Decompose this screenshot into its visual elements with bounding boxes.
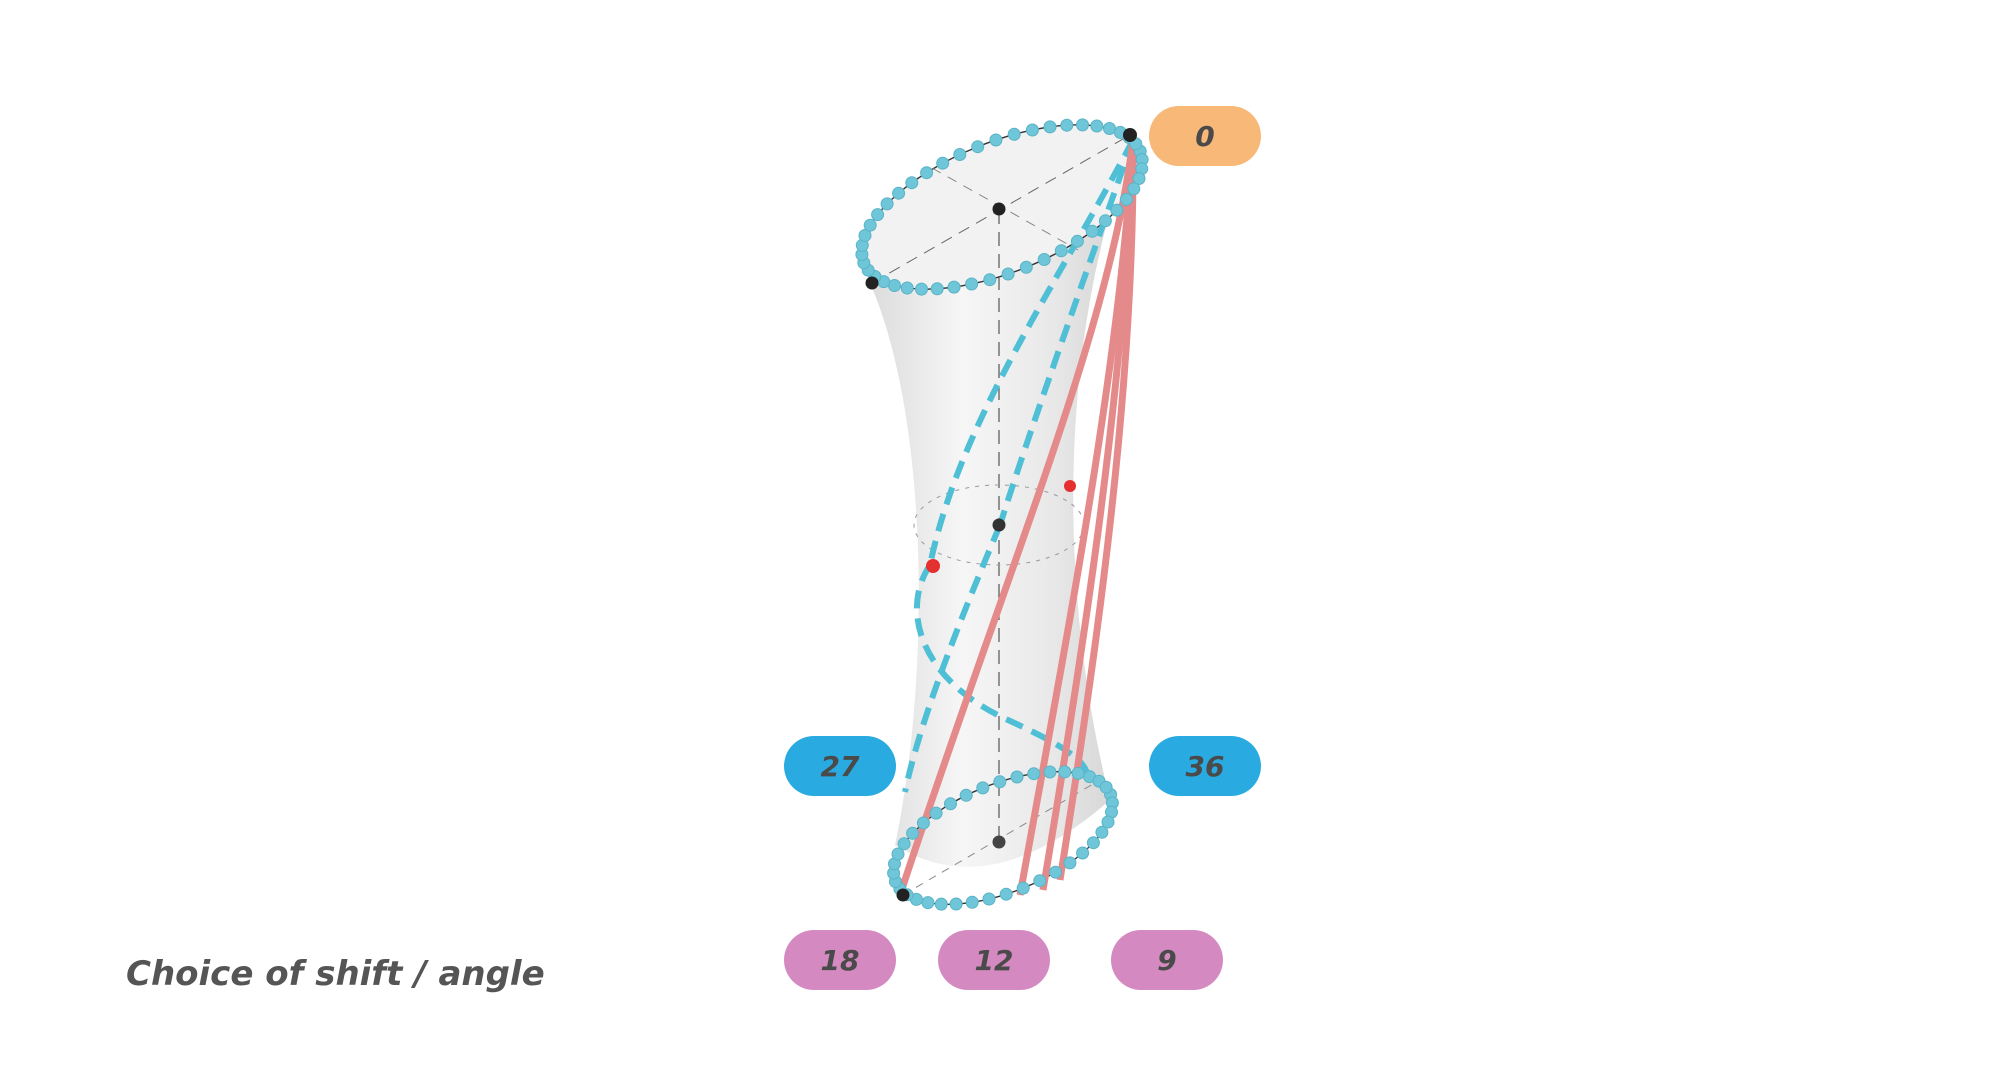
angle-badge-27[interactable]: 27 xyxy=(784,736,896,796)
rim-point xyxy=(953,148,967,161)
rim-point xyxy=(934,897,948,911)
rim-point xyxy=(892,186,906,200)
rim-point xyxy=(1063,856,1077,870)
solid-line-1 xyxy=(896,139,1137,897)
rim-point xyxy=(1016,881,1030,895)
rim-point xyxy=(1076,846,1090,860)
rim-point xyxy=(993,775,1007,789)
rim-point xyxy=(989,133,1003,147)
rim-point xyxy=(1054,244,1068,258)
rim-point xyxy=(999,887,1013,901)
rim-point xyxy=(888,279,901,292)
rim-point xyxy=(915,282,928,296)
rim-point xyxy=(1001,267,1015,281)
rim-point xyxy=(1110,203,1124,217)
rim-point xyxy=(1076,118,1089,132)
rim-point xyxy=(949,897,963,911)
rim-point xyxy=(858,229,872,242)
rim-point xyxy=(965,895,979,909)
rim-point xyxy=(1060,118,1074,132)
rim-point xyxy=(944,797,957,811)
rim-point xyxy=(1010,770,1024,784)
rim-point xyxy=(1058,765,1072,779)
rim-point xyxy=(1071,766,1085,780)
top-rim-points xyxy=(855,118,1149,296)
rim-point xyxy=(880,197,894,211)
angle-badge-0[interactable]: 0 xyxy=(1149,106,1261,166)
dashed-line-3 xyxy=(902,523,1003,793)
angle-badge-9[interactable]: 9 xyxy=(1111,930,1223,990)
angle-badge-18[interactable]: 18 xyxy=(784,930,896,990)
dashed-line-1 xyxy=(927,138,1136,566)
solid-line-3 xyxy=(1039,139,1137,891)
rim-point xyxy=(1086,836,1100,850)
rim-point xyxy=(891,847,905,861)
rim-point xyxy=(976,781,990,795)
center-point xyxy=(992,518,1006,532)
top-left-point xyxy=(865,276,879,290)
rim-point xyxy=(1049,865,1062,879)
dashed-line-4 xyxy=(914,563,1093,786)
rim-point xyxy=(947,280,961,294)
rim-point xyxy=(1119,192,1133,206)
angle-badge-12[interactable]: 12 xyxy=(938,930,1050,990)
rim-point xyxy=(1007,127,1021,141)
top-start-point xyxy=(1123,128,1137,142)
angle-badge-36[interactable]: 36 xyxy=(1149,736,1261,796)
rim-point xyxy=(1095,825,1109,839)
rim-point xyxy=(906,826,920,840)
rim-point xyxy=(1098,214,1112,228)
solid-line-4 xyxy=(1056,139,1137,881)
rim-point xyxy=(929,806,943,820)
rim-point xyxy=(959,788,973,802)
caption-text: Choice of shift / angle xyxy=(126,954,545,994)
rim-point xyxy=(921,896,935,910)
rim-point xyxy=(900,281,914,295)
rim-point xyxy=(1103,122,1116,135)
bottom-center-point xyxy=(992,835,1006,849)
rim-point xyxy=(982,892,996,906)
rim-point xyxy=(1085,224,1099,238)
rim-point xyxy=(983,273,997,287)
rim-point xyxy=(1019,260,1033,274)
rim-point xyxy=(936,156,950,170)
rim-point xyxy=(1043,765,1057,779)
rim-point xyxy=(1043,120,1057,134)
intersection-point-1 xyxy=(926,559,940,573)
rim-point xyxy=(1033,874,1047,888)
rim-point xyxy=(905,176,919,190)
rim-point xyxy=(971,140,985,154)
dashed-line-2 xyxy=(997,139,1136,526)
rim-point xyxy=(1127,182,1141,196)
rim-point xyxy=(1070,234,1084,248)
rim-point xyxy=(1090,119,1104,133)
rim-point xyxy=(1027,767,1041,781)
rim-point xyxy=(871,208,885,222)
rim-point xyxy=(930,282,944,296)
rim-point xyxy=(1025,123,1039,137)
rim-point xyxy=(1101,815,1115,829)
intersection-point-2 xyxy=(1064,480,1076,492)
rim-point xyxy=(1037,253,1051,266)
rim-point xyxy=(1132,172,1146,185)
top-guide-2 xyxy=(931,167,1079,251)
rim-point xyxy=(965,277,979,291)
rim-point xyxy=(920,166,934,180)
top-center-point xyxy=(992,202,1006,216)
rim-point xyxy=(863,218,877,232)
rim-point xyxy=(916,816,930,830)
rim-point xyxy=(1099,780,1113,794)
rim-point xyxy=(897,837,911,851)
bottom-left-point xyxy=(896,888,910,902)
